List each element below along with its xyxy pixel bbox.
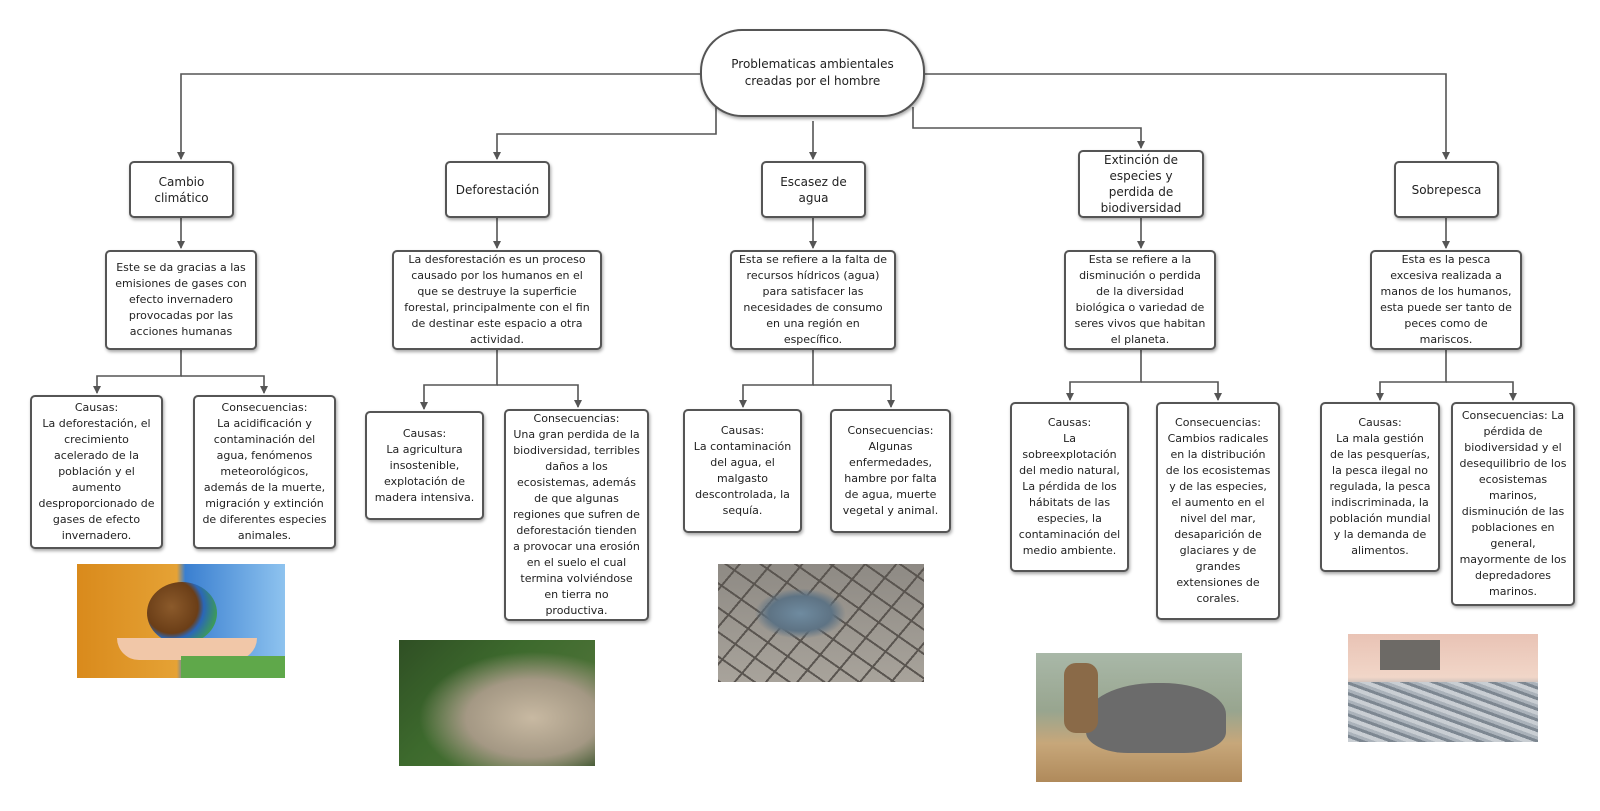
consequences-deforestacion: Consecuencias: Una gran perdida de la bi… [504, 409, 649, 621]
boat-cabin-shape [1380, 640, 1440, 670]
earth-in-hand-photo [77, 564, 285, 678]
cracked-dry-ground-photo [718, 564, 924, 682]
hand-icon [117, 638, 257, 660]
branch-title-sobrepesca: Sobrepesca [1394, 161, 1499, 218]
rhino-shape [1086, 683, 1226, 753]
consequences-sobrepesca: Consecuencias: La pérdida de biodiversid… [1451, 402, 1575, 606]
description-escasez-agua: Esta se refiere a la falta de recursos h… [730, 250, 896, 350]
consequences-extincion: Consecuencias: Cambios radicales en la d… [1156, 402, 1280, 620]
description-sobrepesca: Esta es la pesca excesiva realizada a ma… [1370, 250, 1522, 350]
earth-globe-icon [147, 582, 217, 644]
branch-title-cambio-climatico: Cambio climático [129, 161, 234, 218]
description-extincion: Esta se refiere a la disminución o perdi… [1064, 250, 1216, 350]
edge-root-sobrepesca [925, 73, 1450, 160]
consequences-escasez-agua: Consecuencias: Algunas enfermedades, ham… [830, 409, 951, 533]
causes-extincion: Causas: La sobreexplotación del medio na… [1010, 402, 1129, 572]
description-cambio-climatico: Este se da gracias a las emisiones de ga… [105, 250, 257, 350]
cleared-forest-photo [399, 640, 595, 766]
fish-pile-shape [1348, 682, 1538, 742]
edge-root-extincion [912, 107, 1145, 149]
consequences-cambio-climatico-box: Consecuencias: La acidificación y contam… [193, 395, 336, 549]
edge-root-deforestacion [493, 107, 717, 160]
branch-title-extincion: Extinción de especies y perdida de biodi… [1078, 150, 1204, 218]
causes-sobrepesca: Causas: La mala gestión de las pesquería… [1320, 402, 1440, 572]
person-shape [1064, 663, 1098, 733]
causes-escasez-agua: Causas: La contaminación del agua, el ma… [683, 409, 802, 533]
edge-root-cambio [177, 73, 700, 160]
causes-cambio-climatico: Causas: La deforestación, el crecimiento… [30, 395, 163, 549]
fishing-boat-photo [1348, 634, 1538, 742]
causes-deforestacion: Causas: La agricultura insostenible, exp… [365, 411, 484, 520]
description-deforestacion: La desforestación es un proceso causado … [392, 250, 602, 350]
root-node: Problematicas ambientales creadas por el… [700, 29, 925, 117]
branch-title-deforestacion: Deforestación [445, 161, 550, 218]
rhino-photo [1036, 653, 1242, 782]
branch-title-escasez-agua: Escasez de agua [761, 161, 866, 218]
